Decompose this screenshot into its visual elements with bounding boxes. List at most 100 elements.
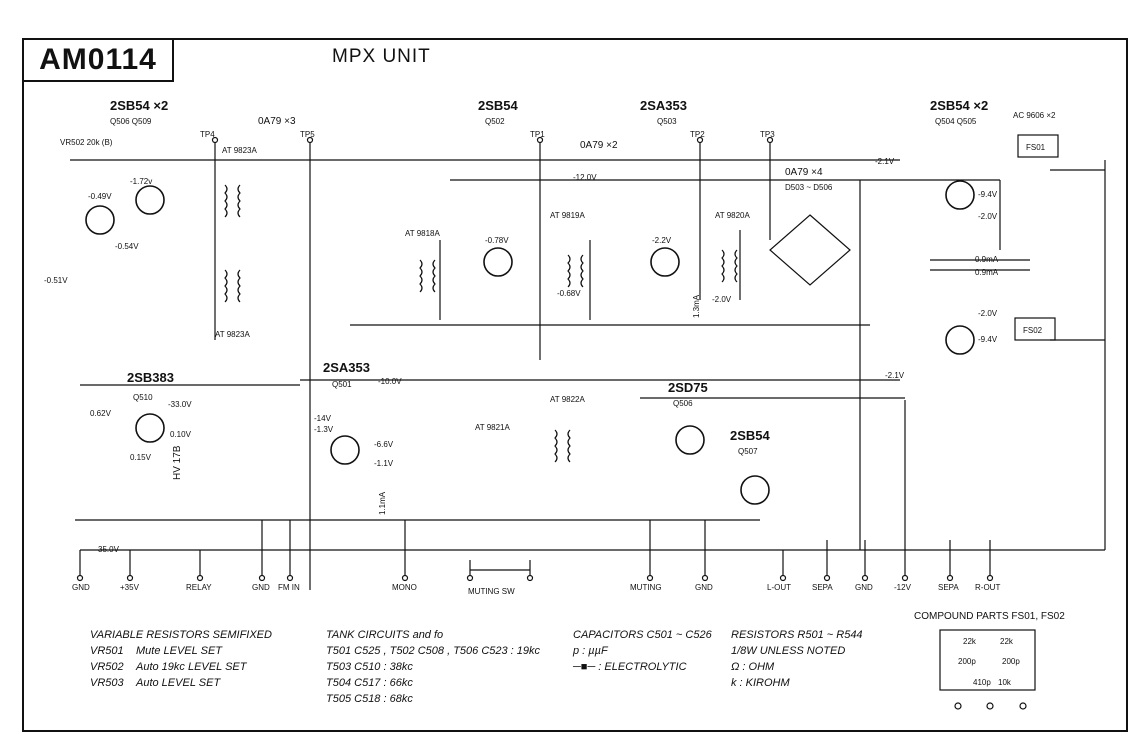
voltage-label: -2.1V — [875, 157, 895, 166]
voltage-label: -2.0V — [978, 212, 998, 221]
label-q504-refs: Q504 Q505 — [935, 117, 977, 126]
voltage-label: -0.68V — [557, 289, 581, 298]
voltage-label: -0.49V — [88, 192, 112, 201]
legend-capacitors: CAPACITORS C501 ~ C526 p : µµF ─■─ : ELE… — [573, 627, 712, 675]
terminal-label: FM IN — [278, 583, 300, 592]
label-transformer-3: AT 9818A — [405, 229, 441, 238]
terminal-label: L-OUT — [767, 583, 791, 592]
legend-resistors: RESISTORS R501 ~ R544 1/8W UNLESS NOTED … — [731, 627, 863, 691]
voltage-label: -6.6V — [374, 440, 394, 449]
voltage-label: 1.1mA — [378, 491, 387, 515]
voltage-label: -2.0V — [712, 295, 732, 304]
voltage-label: -1.72v — [130, 177, 152, 186]
legend-item: ─■─ : ELECTROLYTIC — [573, 661, 687, 673]
legend-title: RESISTORS R501 ~ R544 — [731, 629, 863, 641]
voltage-label: 0.9mA — [975, 268, 999, 277]
voltage-label: -0.51V — [44, 276, 68, 285]
compound-c3: 410p — [973, 678, 991, 687]
label-q503-refs: Q503 — [657, 117, 677, 126]
voltage-label: -10.0V — [378, 377, 402, 386]
label-diodes-2: 0A79 ×2 — [580, 140, 618, 151]
terminal-label: MONO — [392, 583, 417, 592]
compound-pins — [954, 702, 1027, 710]
terminal-label: MUTING — [630, 583, 662, 592]
label-transformer-2: AT 9823A — [215, 330, 251, 339]
legend-title: VARIABLE RESISTORS SEMIFIXED — [90, 629, 272, 641]
voltage-label: -33.0V — [168, 400, 192, 409]
label-fs01: FS01 — [1026, 143, 1046, 152]
label-q507-type: 2SB54 — [730, 428, 771, 443]
voltage-label: -2.0V — [978, 309, 998, 318]
label-q507-refs: Q507 — [738, 447, 758, 456]
label-q501-refs: Q501 — [332, 380, 352, 389]
legend-desc: Mute LEVEL SET — [136, 645, 223, 657]
label-tp2: TP2 — [690, 130, 705, 139]
voltage-label: -0.54V — [115, 242, 139, 251]
voltage-label: -9.4V — [978, 190, 998, 199]
legend-desc: Auto LEVEL SET — [136, 677, 221, 689]
schematic-frame — [22, 38, 1128, 732]
legend-item: T505 C518 : 68kc — [326, 693, 413, 705]
legend-ref: VR501 — [90, 645, 124, 657]
label-q506b-type: 2SD75 — [668, 380, 708, 395]
compound-c1: 200p — [958, 657, 976, 666]
label-diodes-3-refs: D503 ~ D506 — [785, 183, 833, 192]
voltage-label: -12.0V — [573, 173, 597, 182]
voltage-label: 0.62V — [90, 409, 112, 418]
label-zener: HV 17B — [172, 445, 183, 480]
label-q506b-refs: Q506 — [673, 399, 693, 408]
legend-item: T503 C510 : 38kc — [326, 661, 413, 673]
legend-title: CAPACITORS C501 ~ C526 — [573, 629, 712, 641]
legend-ref: VR502 — [90, 661, 124, 673]
voltage-label: -1.1V — [374, 459, 394, 468]
voltage-label: -0.78V — [485, 236, 509, 245]
compound-r3: 10k — [998, 678, 1012, 687]
label-q506-type: 2SB54 ×2 — [110, 98, 168, 113]
terminal-label: RELAY — [186, 583, 212, 592]
terminal-label: GND — [695, 583, 713, 592]
label-tp4: TP4 — [200, 130, 215, 139]
label-fs02: FS02 — [1023, 326, 1043, 335]
label-q502-refs: Q502 — [485, 117, 505, 126]
terminal-label: GND — [855, 583, 873, 592]
terminal-label: GND — [252, 583, 270, 592]
label-vr502: VR502 20k (B) — [60, 138, 113, 147]
terminal-label: MUTING SW — [468, 587, 515, 596]
transformer-coils — [224, 184, 738, 463]
label-transformer-1: AT 9823A — [222, 146, 258, 155]
legend-item: T504 C517 : 66kc — [326, 677, 413, 689]
label-diodes-3: 0A79 ×4 — [785, 167, 823, 178]
compound-c2: 200p — [1002, 657, 1020, 666]
terminal-label: SEPA — [938, 583, 959, 592]
label-transformer-4: AT 9819A — [550, 211, 586, 220]
transistor-symbols — [85, 180, 975, 505]
legend-desc: Auto 19kc LEVEL SET — [136, 661, 247, 673]
terminal-label: -12V — [894, 583, 912, 592]
compound-r1: 22k — [963, 637, 977, 646]
label-ac9606: AC 9606 ×2 — [1013, 111, 1056, 120]
terminal-label: +35V — [120, 583, 140, 592]
terminal-pins — [76, 136, 994, 582]
label-q506-refs: Q506 Q509 — [110, 117, 152, 126]
label-diodes-1: 0A79 ×3 — [258, 116, 296, 127]
legend-item: p : µµF — [573, 645, 608, 657]
voltage-label: 0.9mA — [975, 255, 999, 264]
label-q510-type: 2SB383 — [127, 370, 174, 385]
label-q504-type: 2SB54 ×2 — [930, 98, 988, 113]
voltage-label: 1.3mA — [692, 294, 701, 318]
page-title: MPX UNIT — [332, 46, 431, 67]
legend-item: k : KIROHM — [731, 677, 790, 689]
label-tp3: TP3 — [760, 130, 775, 139]
voltage-label: -2.1V — [885, 371, 905, 380]
voltage-label: -9.4V — [978, 335, 998, 344]
model-number: AM0114 — [22, 38, 174, 82]
legend-tank-circuits: TANK CIRCUITS and fo T501 C525 , T502 C5… — [326, 627, 540, 707]
label-transformer-7: AT 9821A — [475, 423, 511, 432]
voltage-label: 0.10V — [170, 430, 192, 439]
voltage-label: -14V — [314, 414, 332, 423]
voltage-label: -2.2V — [652, 236, 672, 245]
compound-boxes — [939, 134, 1059, 691]
compound-parts-title: COMPOUND PARTS FS01, FS02 — [914, 611, 1065, 622]
legend-ref: VR503 — [90, 677, 124, 689]
